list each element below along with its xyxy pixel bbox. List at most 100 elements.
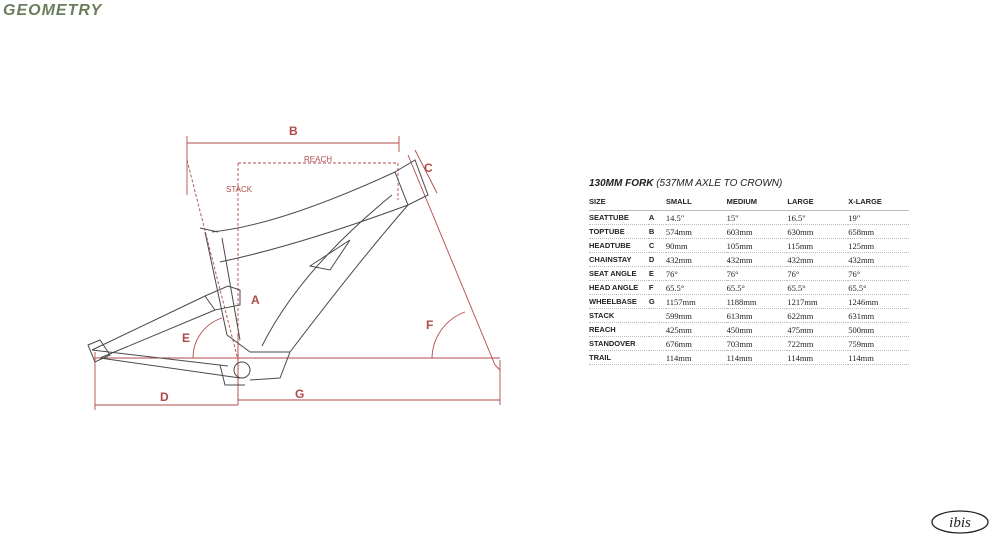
table-header-row: SIZE SMALL MEDIUM LARGE X-LARGE	[589, 197, 909, 211]
header-large: LARGE	[787, 197, 849, 211]
cell-value: 76°	[848, 266, 909, 281]
label-reach: REACH	[304, 155, 332, 164]
label-d: D	[160, 390, 169, 404]
row-name: STACK	[589, 308, 649, 323]
header-size: SIZE	[589, 197, 649, 211]
cell-value: 475mm	[787, 322, 849, 337]
cell-value: 676mm	[665, 336, 727, 351]
row-name: CHAINSTAY	[589, 252, 649, 267]
cell-value: 432mm	[848, 252, 909, 267]
cell-value: 1217mm	[787, 294, 849, 309]
row-name: STANDOVER	[589, 336, 649, 351]
geometry-table: SIZE SMALL MEDIUM LARGE X-LARGE SEATTUBE…	[589, 197, 909, 365]
dimension-lines	[94, 136, 501, 410]
cell-value: 603mm	[726, 224, 788, 239]
cell-value: 105mm	[726, 238, 788, 253]
row-name: HEAD ANGLE	[589, 280, 649, 295]
fork-title-rest: (537MM AXLE TO CROWN)	[653, 178, 783, 189]
ibis-logo: ibis	[931, 510, 989, 534]
fork-title-bold: 130MM FORK	[589, 178, 654, 189]
cell-value: 115mm	[787, 238, 849, 253]
page-title: GEOMETRY	[3, 2, 103, 19]
row-code: D	[648, 252, 666, 267]
cell-value: 574mm	[665, 224, 727, 239]
row-code: E	[648, 266, 666, 281]
cell-value: 631mm	[848, 308, 909, 323]
row-code: F	[648, 280, 666, 295]
cell-value: 1246mm	[848, 294, 909, 309]
cell-value: 15"	[726, 210, 788, 225]
row-name: WHEELBASE	[589, 294, 649, 309]
row-name: SEAT ANGLE	[589, 266, 649, 281]
logo-text: ibis	[949, 515, 971, 531]
row-code	[648, 308, 666, 323]
cell-value: 16.5"	[787, 210, 849, 225]
cell-value: 1157mm	[665, 294, 727, 309]
row-name: TRAIL	[589, 350, 649, 365]
label-stack: STACK	[226, 185, 253, 194]
label-g: G	[295, 387, 304, 401]
row-name: HEADTUBE	[589, 238, 649, 253]
cell-value: 65.5°	[787, 280, 849, 295]
header-medium: MEDIUM	[726, 197, 788, 211]
row-name: REACH	[589, 322, 649, 337]
cell-value: 14.5"	[665, 210, 727, 225]
header-xlarge: X-LARGE	[848, 197, 909, 211]
cell-value: 76°	[787, 266, 849, 281]
cell-value: 19"	[848, 210, 909, 225]
header-code	[648, 197, 666, 211]
cell-value: 90mm	[665, 238, 727, 253]
cell-value: 658mm	[848, 224, 909, 239]
cell-value: 622mm	[787, 308, 849, 323]
label-e: E	[182, 331, 190, 345]
cell-value: 425mm	[665, 322, 727, 337]
fork-title: 130MM FORK (537MM AXLE TO CROWN)	[589, 178, 909, 189]
cell-value: 65.5°	[726, 280, 788, 295]
frame-geometry-diagram: B C A E F D G REACH STACK	[87, 124, 501, 410]
bike-frame-drawing	[87, 159, 429, 386]
cell-value: 114mm	[726, 350, 788, 365]
label-b: B	[289, 124, 298, 138]
cell-value: 613mm	[726, 308, 788, 323]
dimension-labels: B C A E F D G REACH STACK	[160, 124, 433, 404]
cell-value: 630mm	[787, 224, 849, 239]
cell-value: 432mm	[726, 252, 788, 267]
row-code: B	[648, 224, 666, 239]
cell-value: 76°	[665, 266, 727, 281]
label-c: C	[424, 161, 433, 175]
cell-value: 1188mm	[726, 294, 788, 309]
header-small: SMALL	[665, 197, 727, 211]
cell-value: 722mm	[787, 336, 849, 351]
cell-value: 500mm	[848, 322, 909, 337]
cell-value: 703mm	[726, 336, 788, 351]
row-name: SEATTUBE	[589, 210, 649, 225]
cell-value: 114mm	[787, 350, 849, 365]
cell-value: 125mm	[848, 238, 909, 253]
cell-value: 599mm	[665, 308, 727, 323]
cell-value: 114mm	[848, 350, 909, 365]
row-code: G	[648, 294, 666, 309]
geometry-table-panel: 130MM FORK (537MM AXLE TO CROWN) SIZE SM…	[589, 178, 909, 365]
row-code	[648, 322, 666, 337]
cell-value: 114mm	[665, 350, 727, 365]
row-code: C	[648, 238, 666, 253]
cell-value: 432mm	[787, 252, 849, 267]
cell-value: 65.5°	[665, 280, 727, 295]
label-f: F	[426, 318, 433, 332]
row-name: TOPTUBE	[589, 224, 649, 239]
cell-value: 450mm	[726, 322, 788, 337]
label-a: A	[251, 293, 260, 307]
row-code: A	[648, 210, 666, 225]
row-code	[648, 350, 666, 365]
